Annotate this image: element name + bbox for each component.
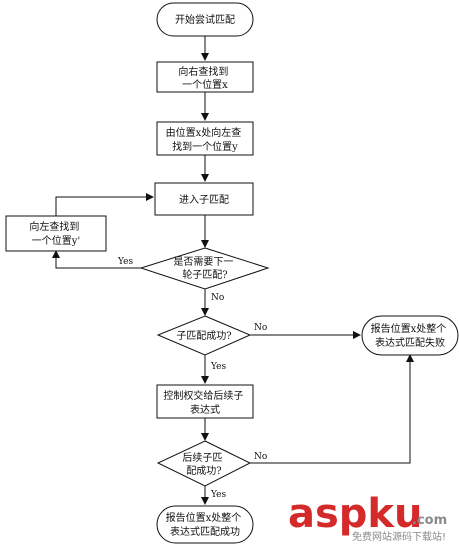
submatch-process	[154, 182, 254, 216]
node-follow-success: 后续子匹 配成功?	[156, 440, 252, 487]
watermark-suffix: .com	[412, 513, 447, 528]
need-next-decision	[139, 247, 270, 290]
edge-labels: Yes No No Yes No Yes	[117, 257, 267, 500]
report-fail-text: 报告位置x处整个 表达式匹配失败	[371, 322, 450, 349]
find-y-text: 由位置x处向左查 找到一个位置y	[166, 126, 245, 153]
report-fail-terminator	[361, 315, 459, 356]
watermark: aspku .com 免费网站源码下载站!	[288, 491, 447, 543]
node-handoff: 控制权交给后续子 表达式	[156, 384, 254, 419]
edges	[52, 36, 414, 505]
node-find-y2: 向左查找到 一个位置y'	[5, 215, 107, 252]
report-success-text: 报告位置x处整个 表达式匹配成功	[166, 511, 245, 538]
edge-need-next-yes	[52, 250, 141, 269]
label-follow-yes: Yes	[210, 490, 226, 500]
find-x-text: 向右查找到 一个位置x	[178, 65, 231, 91]
sub-success-text: 子匹配成功?	[176, 330, 231, 342]
follow-success-text: 后续子匹 配成功?	[182, 451, 225, 477]
node-submatch: 进入子匹配	[154, 182, 254, 216]
label-sub-success-yes: Yes	[210, 362, 226, 372]
label-need-next-no: No	[211, 293, 224, 303]
submatch-text: 进入子匹配	[179, 194, 229, 206]
watermark-tagline: 免费网站源码下载站!	[352, 530, 446, 543]
label-need-next-yes: Yes	[117, 257, 133, 267]
handoff-text: 控制权交给后续子 表达式	[163, 389, 246, 416]
node-find-y: 由位置x处向左查 找到一个位置y	[156, 121, 254, 156]
node-find-x: 向右查找到 一个位置x	[156, 61, 254, 93]
sub-success-decision	[156, 315, 252, 356]
handoff-process	[156, 384, 254, 419]
node-report-fail: 报告位置x处整个 表达式匹配失败	[361, 315, 459, 356]
node-report-success: 报告位置x处整个 表达式匹配成功	[156, 505, 254, 544]
follow-success-decision	[156, 440, 252, 487]
start-terminator	[156, 2, 254, 37]
label-follow-no: No	[254, 452, 267, 462]
node-start: 开始尝试匹配	[156, 2, 254, 37]
edge-follow-no	[250, 354, 414, 464]
find-y2-process	[5, 215, 107, 252]
report-success-terminator	[156, 505, 254, 544]
find-y2-text: 向左查找到 一个位置y'	[29, 220, 82, 247]
label-sub-success-no: No	[254, 323, 267, 333]
edge-find-y2-to-submatch	[55, 193, 154, 216]
need-next-text: 是否需要下一 轮子匹配?	[173, 256, 236, 281]
node-need-next: 是否需要下一 轮子匹配?	[139, 247, 270, 290]
watermark-logo: aspku	[288, 491, 423, 537]
start-text: 开始尝试匹配	[175, 13, 235, 26]
find-y-process	[156, 121, 254, 156]
find-x-process	[156, 61, 254, 93]
node-sub-success: 子匹配成功?	[156, 315, 252, 356]
